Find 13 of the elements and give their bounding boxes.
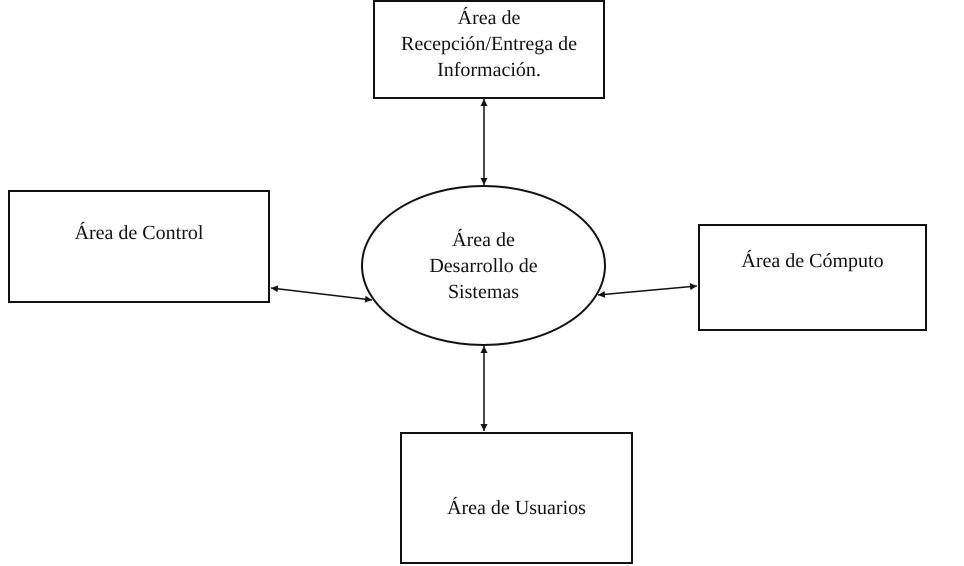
process-box [8, 190, 270, 303]
process-box [400, 432, 633, 564]
process-box [698, 224, 927, 331]
node-label: Área de Usuarios [447, 496, 586, 521]
double-arrow [598, 283, 698, 298]
process-box [373, 0, 605, 99]
double-arrow [480, 346, 488, 431]
node-label: Área de Desarrollo de Sistemas [428, 228, 539, 304]
double-arrow [480, 99, 488, 185]
node-label: Área de Cómputo [741, 248, 884, 274]
node-label: Área de Control [74, 220, 204, 246]
node-label: Área de Recepción/Entrega de Información. [400, 6, 578, 82]
double-arrow [270, 285, 372, 303]
